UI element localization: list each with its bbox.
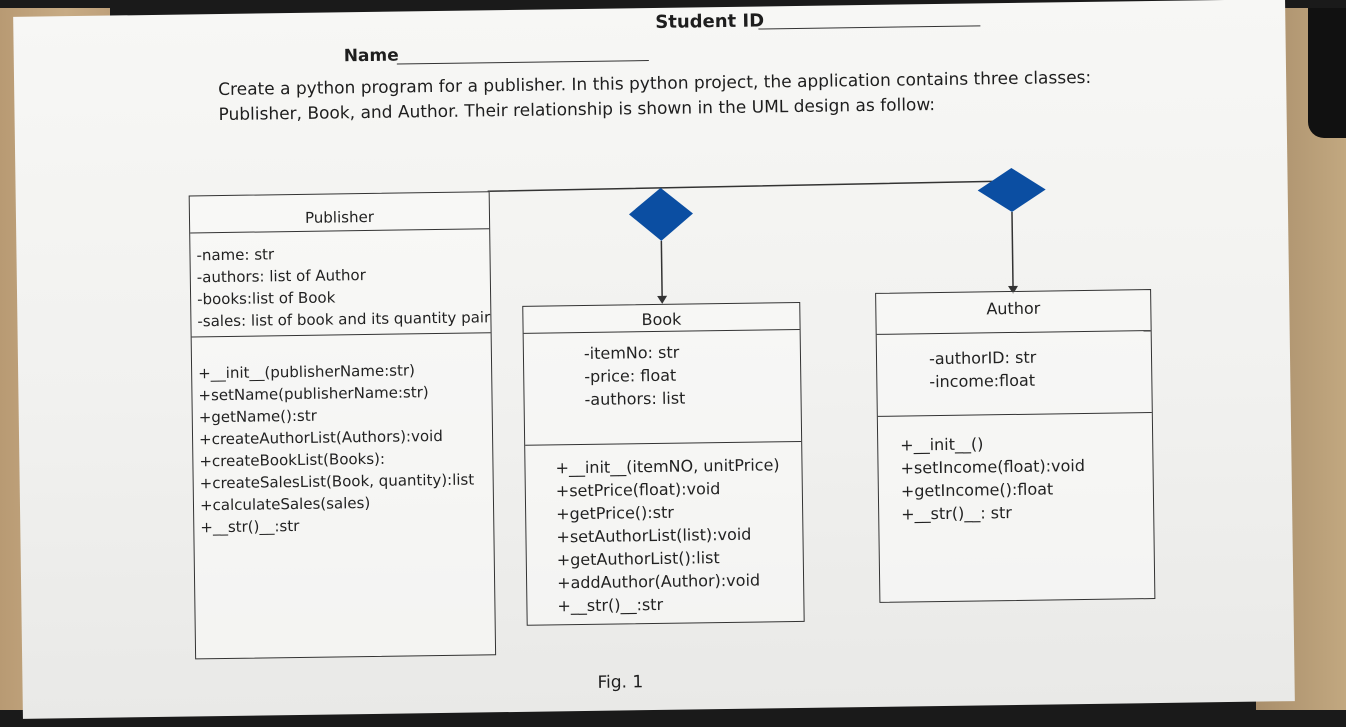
author-operation: +__init__() [900, 434, 984, 455]
publisher-class-title: Publisher [304, 207, 375, 227]
book-operation: +addAuthor(Author):void [556, 570, 761, 593]
author-operation: +__str()__: str [901, 503, 1013, 524]
worksheet-paper: Student ID Name Create a python program … [13, 0, 1295, 719]
book-composition-diamond [628, 187, 693, 241]
publisher-operation: +createAuthorList(Authors):void [198, 426, 443, 449]
book-operation: +__str()__:str [557, 594, 664, 616]
publisher-operations: +__init__(publisherName:str)+setName(pub… [198, 359, 475, 539]
book-operations: +__init__(itemNO, unitPrice)+setPrice(fl… [555, 453, 781, 617]
book-class-title: Book [641, 309, 682, 330]
book-attr-divider [525, 440, 802, 446]
book-attribute: -price: float [584, 365, 677, 386]
author-attr-divider [877, 412, 1152, 417]
publisher-class-box: Publisher -name: str-authors: list of Au… [188, 191, 497, 660]
book-class-box: Book -itemNo: str-price: float-authors: … [522, 301, 805, 626]
author-class-box: Author -authorID: str-income:float +__in… [875, 289, 1156, 603]
author-operations: +__init__()+setIncome(float):void+getInc… [900, 431, 1086, 526]
book-arrowhead [657, 295, 668, 304]
author-attribute: -income:float [929, 370, 1036, 392]
publisher-attributes: -name: str-authors: list of Author-books… [196, 240, 490, 332]
author-operation: +setIncome(float):void [900, 455, 1086, 478]
author-title-divider [876, 330, 1151, 335]
author-attributes: -authorID: str-income:float [929, 346, 1037, 393]
connector-line [487, 180, 1013, 193]
author-arrowhead [1008, 285, 1019, 294]
author-connector-line [1011, 211, 1014, 290]
author-composition-diamond [977, 167, 1046, 212]
book-attributes: -itemNo: str-price: float-authors: list [584, 341, 686, 411]
publisher-operation: +createSalesList(Book, quantity):list [199, 470, 475, 493]
book-operation: +setPrice(float):void [555, 479, 721, 501]
book-operation: +setAuthorList(list):void [556, 524, 752, 547]
author-attribute: -authorID: str [928, 347, 1037, 369]
publisher-attribute: -sales: list of book and its quantity pa… [197, 308, 491, 331]
publisher-operation: +__str()__:str [200, 516, 300, 537]
figure-caption: Fig. 1 [597, 672, 644, 693]
author-class-title: Author [986, 298, 1041, 319]
book-operation: +getPrice():str [556, 502, 675, 524]
book-operation: +__init__(itemNO, unitPrice) [555, 455, 780, 478]
book-operation: +getAuthorList():list [556, 548, 720, 570]
publisher-attr-divider [191, 332, 491, 338]
dark-object [1308, 8, 1346, 138]
book-attribute: -itemNo: str [583, 342, 680, 363]
book-attribute: -authors: list [584, 388, 686, 409]
author-operation: +getIncome():float [900, 479, 1054, 501]
uml-connectors [487, 167, 1046, 304]
publisher-title-divider [190, 228, 490, 234]
book-connector-line [660, 240, 663, 300]
